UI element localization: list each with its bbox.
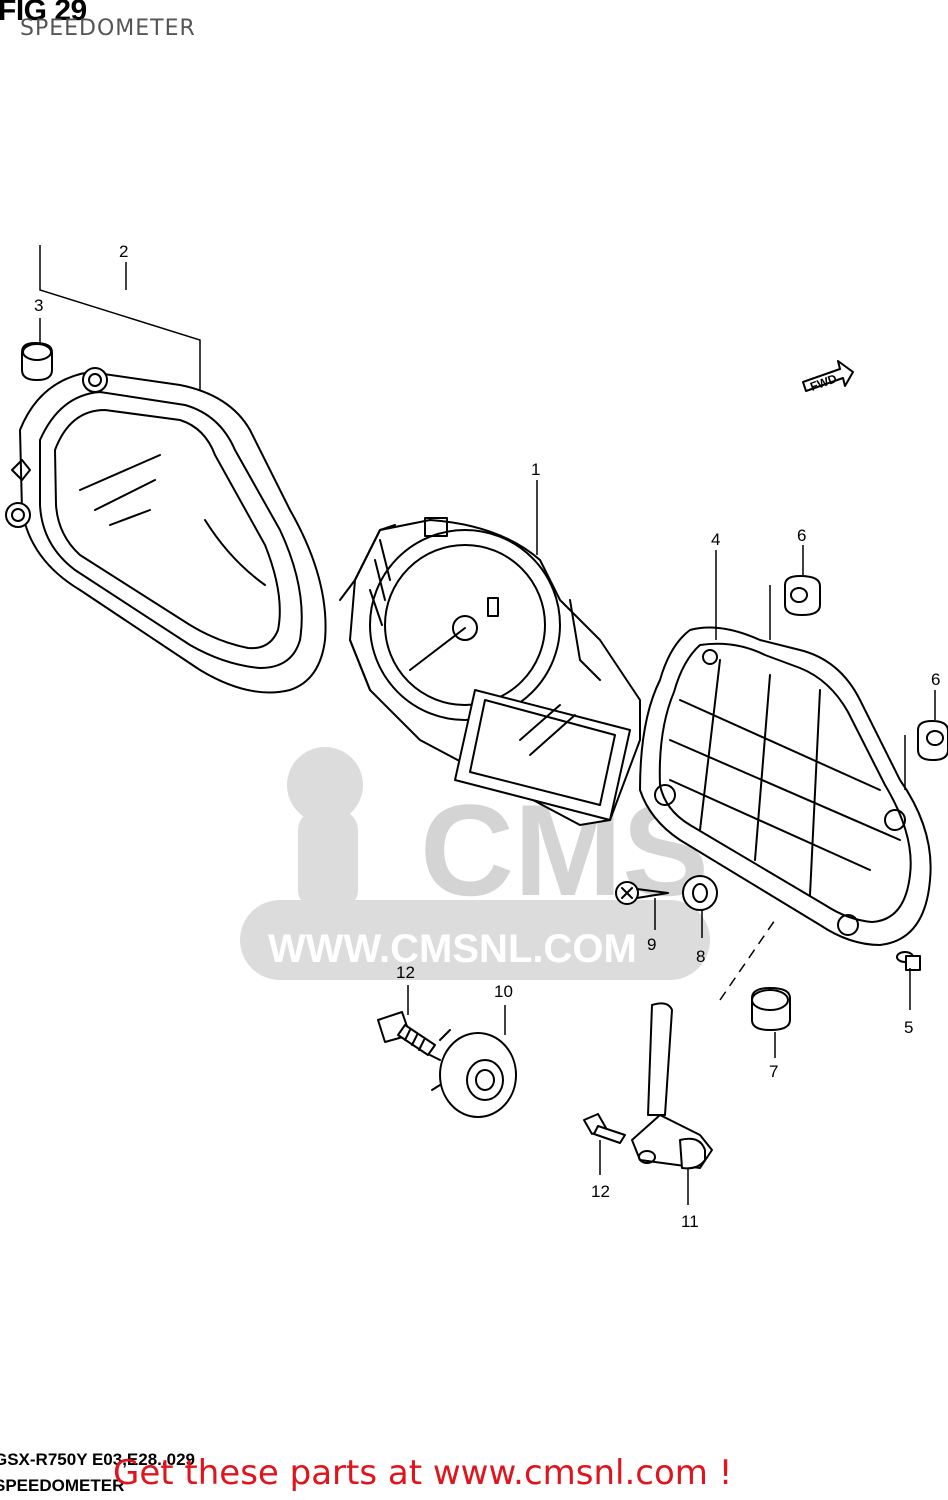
callout-6b: 6 xyxy=(931,670,940,689)
fwd-arrow-icon xyxy=(802,360,854,392)
part-13-bolt xyxy=(377,1011,436,1056)
figure-title: FIG 29 xyxy=(0,0,87,27)
watermark-url: WWW.CMSNL.COM xyxy=(268,927,637,971)
figure-subtitle: SPEEDOMETER xyxy=(20,16,196,41)
callout-3: 3 xyxy=(34,296,43,315)
part-5-bolt xyxy=(896,951,921,971)
callout-9: 9 xyxy=(647,935,656,954)
callout-11: 11 xyxy=(681,1212,699,1231)
callout-12: 12 xyxy=(591,1182,610,1201)
leader-lines xyxy=(39,245,936,1205)
part-10-adapter xyxy=(429,1029,517,1118)
part-11-speed-sensor xyxy=(631,1002,713,1170)
callouts: 2 3 1 4 6 6 9 8 5 7 12 10 12 11 xyxy=(34,242,940,1231)
part-7-plug xyxy=(751,987,791,1031)
callout-8: 8 xyxy=(696,947,705,966)
part-2-meter-cover xyxy=(5,367,327,694)
section-name: SPEEDOMETER xyxy=(0,1476,125,1495)
part-8-washer xyxy=(682,875,718,911)
callout-13: 12 xyxy=(396,963,415,982)
callout-1: 1 xyxy=(531,460,540,479)
callout-10: 10 xyxy=(494,982,513,1001)
part-6-grommet-lower xyxy=(917,720,948,761)
part-4-lower-case xyxy=(639,626,932,946)
callout-2: 2 xyxy=(119,242,128,261)
cta-link[interactable]: Get these parts at www.cmsnl.com ! xyxy=(113,1453,733,1493)
callout-5: 5 xyxy=(904,1018,913,1037)
model-code: GSX-R750Y E03,E28..029 xyxy=(0,1450,195,1469)
fwd-label: FWD xyxy=(808,371,839,394)
callout-6a: 6 xyxy=(797,526,806,545)
callout-4: 4 xyxy=(711,530,720,549)
part-3-grommet xyxy=(21,342,53,381)
part-12-bolt xyxy=(583,1113,626,1144)
part-9-screw xyxy=(615,881,669,905)
part-1-speedometer-assembly xyxy=(339,517,641,826)
part-6-grommet-upper xyxy=(784,575,821,616)
callout-7: 7 xyxy=(769,1062,778,1081)
